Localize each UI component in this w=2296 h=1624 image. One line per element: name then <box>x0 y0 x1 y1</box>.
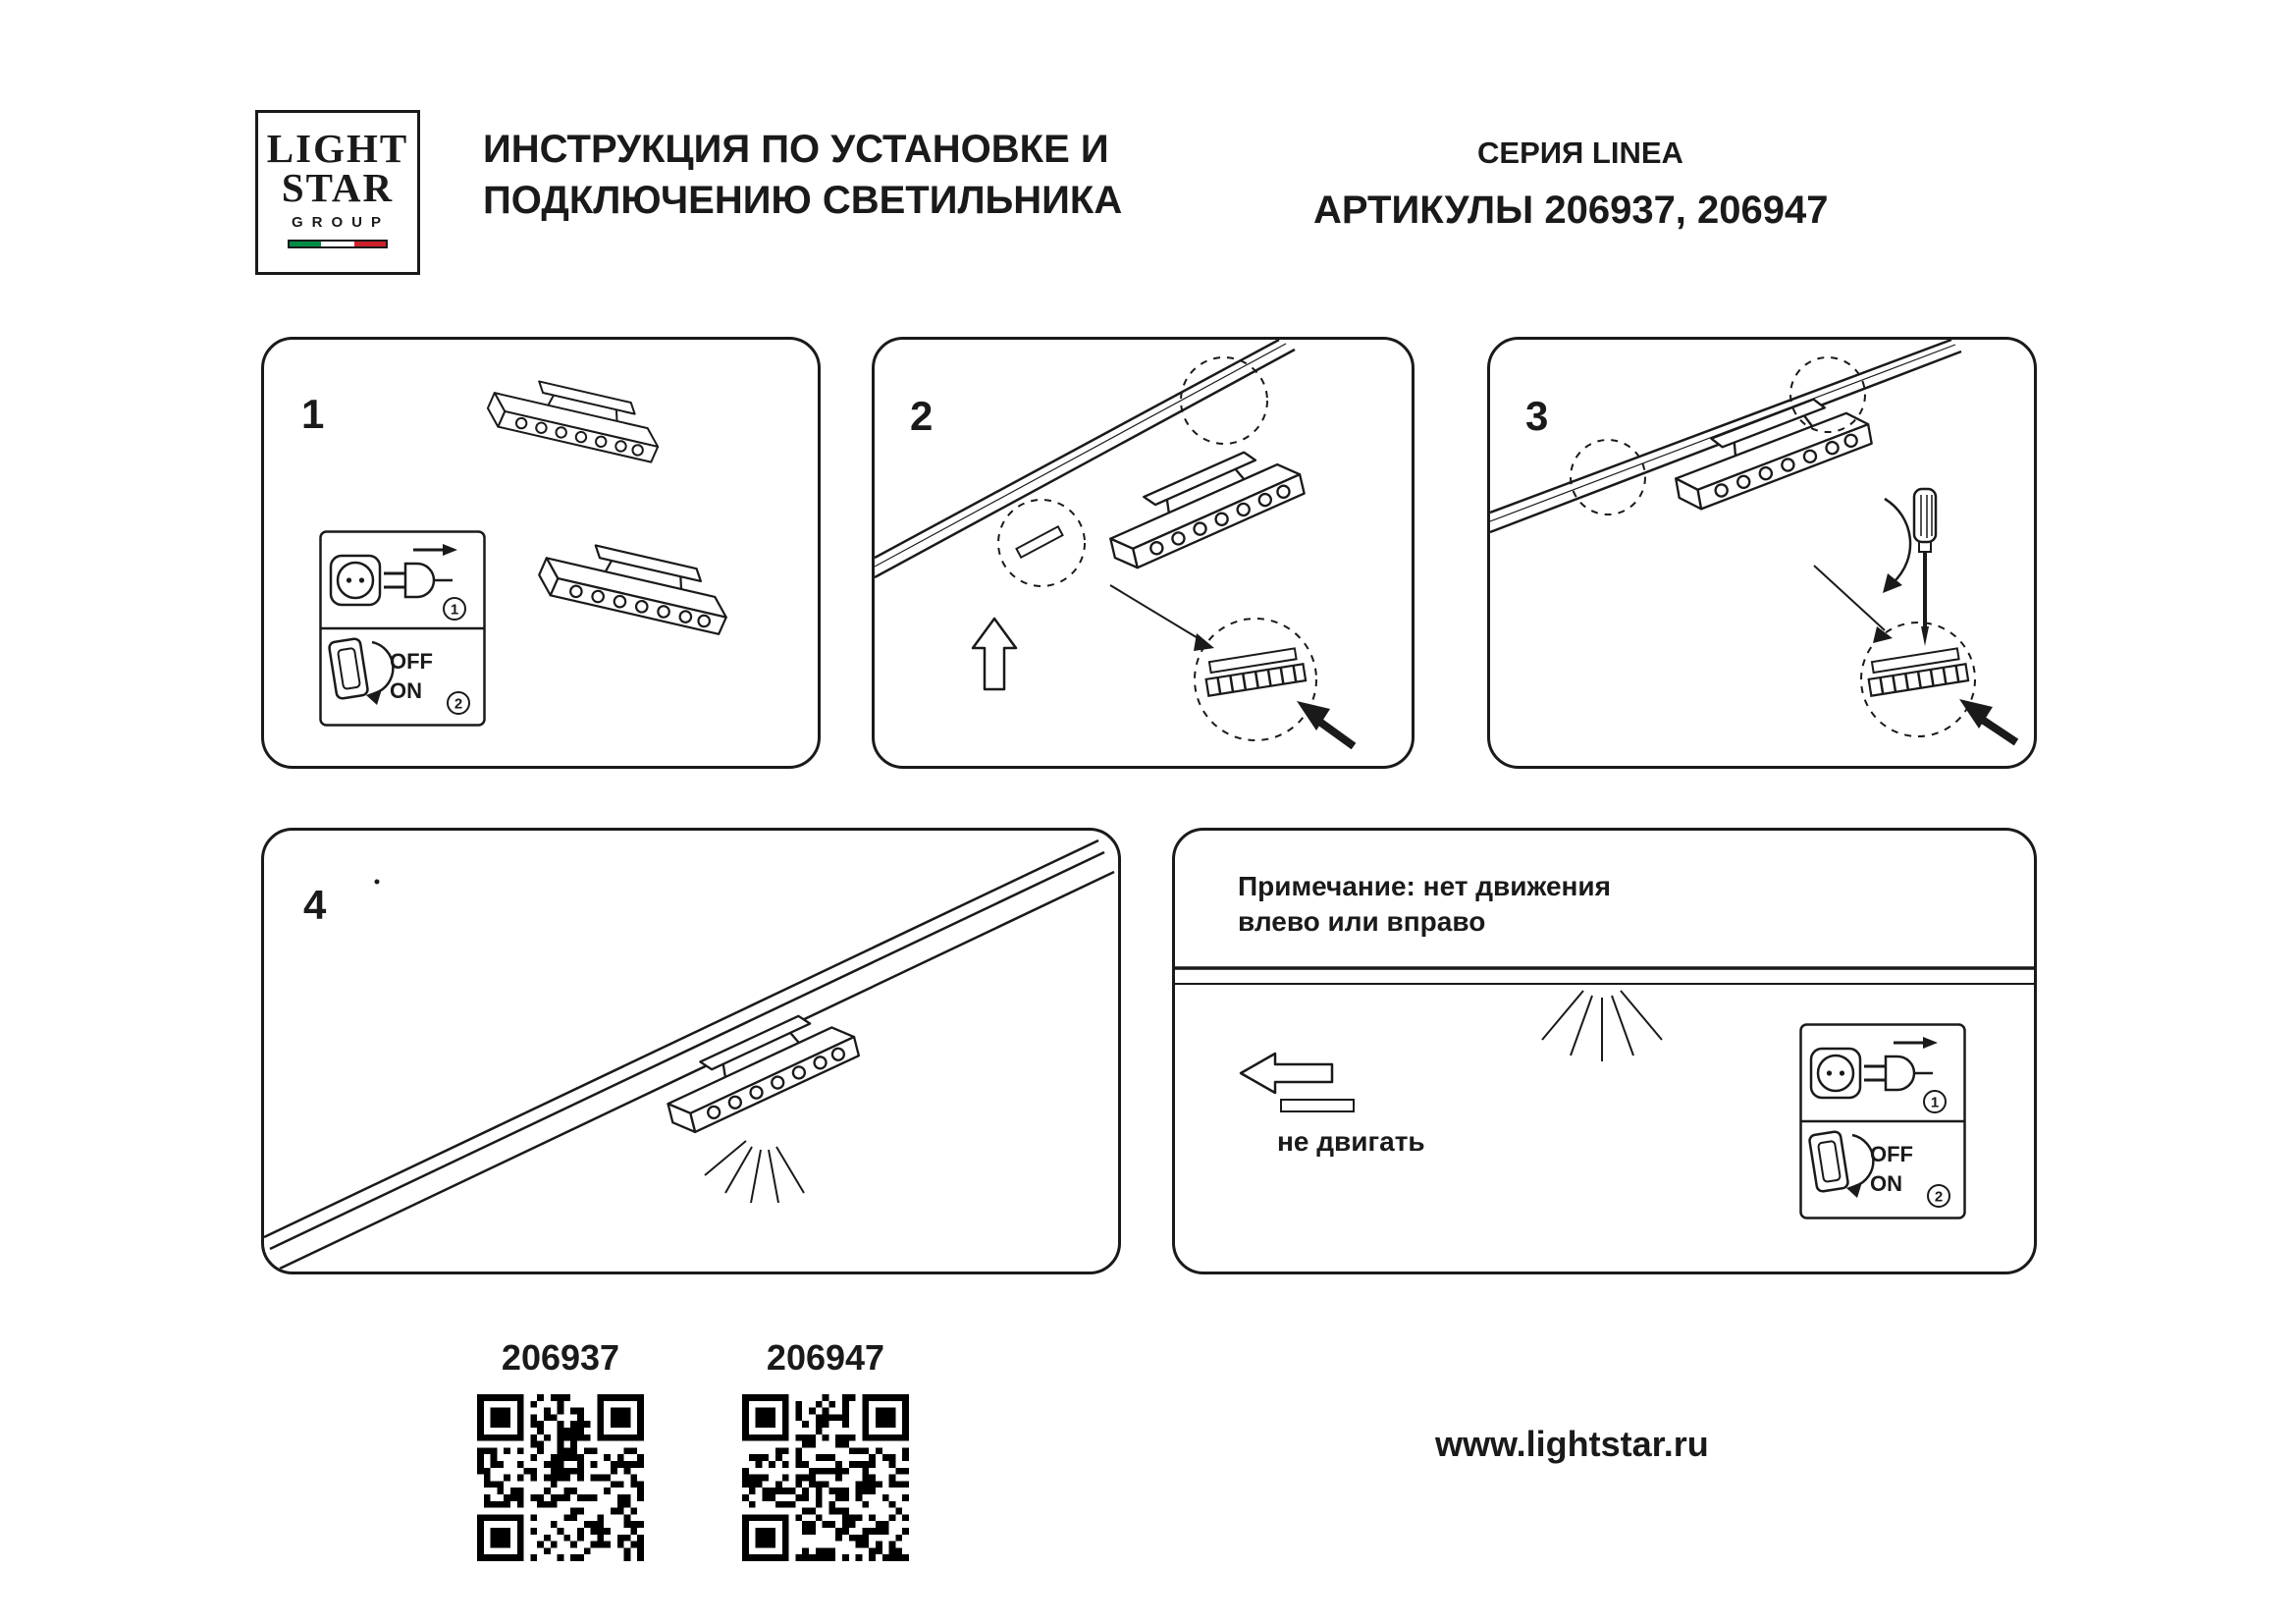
qr-article-206947-label: 206947 <box>766 1337 885 1378</box>
connector-closeup <box>1201 646 1308 697</box>
highlight-circle-left <box>1570 439 1646 515</box>
step-number: 4 <box>303 882 327 928</box>
luminaire <box>1662 383 1877 516</box>
highlight-circle-top <box>1789 356 1866 433</box>
luminaire-installed <box>653 997 864 1141</box>
detail-circle <box>1860 622 1976 737</box>
screwdriver-icon <box>1912 487 1938 646</box>
detail-circle <box>1194 618 1317 741</box>
do-not-move-label: не двигать <box>1277 1126 1425 1157</box>
qr-code-206937 <box>477 1394 644 1561</box>
leader-arrow <box>1109 584 1214 651</box>
highlight-circle-top <box>1180 356 1268 445</box>
articles-label: АРТИКУЛЫ 206937, 206947 <box>1313 189 1829 232</box>
step-1-panel: 1 <box>261 337 821 769</box>
luminaire-side-bar <box>1280 1099 1355 1112</box>
highlight-circle-left <box>997 499 1086 587</box>
qr-article-206937-label: 206937 <box>501 1337 620 1378</box>
title-line-2: ПОДКЛЮЧЕНИЮ СВЕТИЛЬНИКА <box>483 179 1123 222</box>
logo-group: GROUP <box>291 214 390 232</box>
qr-code-206947 <box>742 1394 909 1561</box>
logo-light: LIGHT <box>266 126 409 171</box>
light-rays-icon <box>704 1140 805 1204</box>
step-4-panel: 4 <box>261 828 1121 1274</box>
up-arrow-icon <box>971 617 1018 691</box>
track-rail <box>875 340 1296 579</box>
step-3-panel: 3 <box>1487 337 2037 769</box>
print-dot <box>374 879 380 885</box>
step-number: 1 <box>301 391 324 437</box>
leader-arrow <box>1813 565 1893 643</box>
title-line-1: ИНСТРУКЦИЯ ПО УСТАНОВКЕ И <box>483 128 1109 171</box>
track-clip <box>1015 524 1064 560</box>
luminaire-top-view <box>483 370 667 464</box>
note-line-2: влево или вправо <box>1238 906 1485 937</box>
push-arrow-icon <box>1959 699 2019 746</box>
note-panel: Примечание: нет движения влево или вправ… <box>1172 828 2037 1274</box>
website-url: www.lightstar.ru <box>1435 1424 1709 1464</box>
track-rail <box>264 839 1115 1271</box>
note-line-1: Примечание: нет движения <box>1238 871 1611 901</box>
logo-star: STAR <box>281 165 395 211</box>
lightstar-logo: LIGHT STAR GROUP <box>255 110 420 275</box>
track-rail <box>1175 966 2034 985</box>
power-legend-box <box>319 530 486 727</box>
left-arrow-icon <box>1239 1052 1334 1095</box>
series-label: СЕРИЯ LINEA <box>1477 135 1683 170</box>
power-legend-box <box>1799 1023 1966 1219</box>
connector-closeup <box>1864 646 1970 697</box>
rotate-arrow-icon <box>1883 497 1912 593</box>
push-arrow-icon <box>1297 701 1357 750</box>
luminaire <box>1095 434 1309 576</box>
light-rays-icon <box>1541 990 1663 1061</box>
step-number: 2 <box>910 393 933 439</box>
italian-flag-icon <box>258 240 417 249</box>
page-title: ИНСТРУКЦИЯ ПО УСТАНОВКЕ И ПОДКЛЮЧЕНИЮ СВ… <box>483 124 1122 226</box>
luminaire-bottom-view <box>534 533 737 636</box>
step-2-panel: 2 <box>872 337 1415 769</box>
step-number: 3 <box>1525 393 1548 439</box>
